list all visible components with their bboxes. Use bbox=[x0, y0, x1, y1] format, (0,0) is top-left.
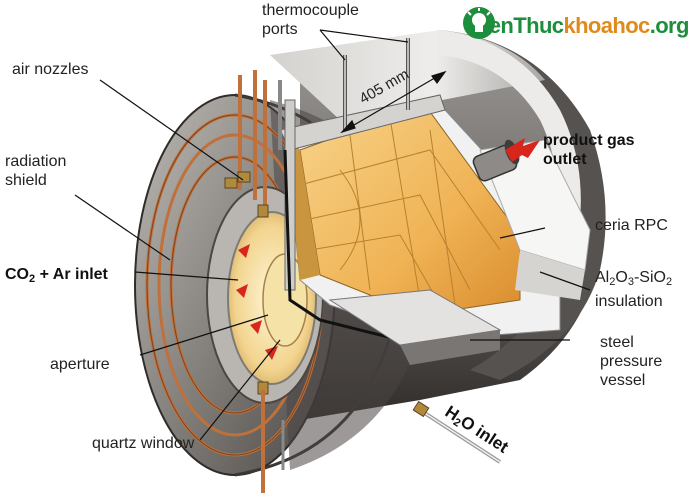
label-air-nozzles: air nozzles bbox=[12, 61, 89, 78]
leader-lines bbox=[74, 29, 591, 441]
label-aperture: aperture bbox=[50, 356, 110, 373]
label-product-gas-outlet: product gas outlet bbox=[543, 132, 635, 168]
brass-fittings bbox=[224, 171, 269, 395]
bulb-icon bbox=[463, 7, 495, 39]
product-gas-arrow bbox=[505, 138, 540, 162]
h2o-inlet-pipe bbox=[412, 400, 502, 464]
product-gas-outlet-pipe bbox=[472, 138, 540, 182]
label-steel-pressure-vessel: steel pressure vessel bbox=[600, 334, 663, 389]
gas-flow-arrows bbox=[236, 244, 278, 360]
label-insulation: Al2O3-SiO2 insulation bbox=[595, 269, 673, 310]
label-radiation-shield: radiation shield bbox=[5, 153, 67, 189]
dimension-line-405mm bbox=[340, 70, 447, 134]
watermark-logo: KienThuckhoahoc.org bbox=[462, 6, 694, 46]
label-co2-ar-inlet: CO2 + Ar inlet bbox=[5, 266, 108, 285]
label-ceria-rpc: ceria RPC bbox=[595, 217, 668, 234]
watermark-text: KienThuckhoahoc.org bbox=[468, 13, 689, 38]
label-thermocouple-ports: thermocouple ports bbox=[262, 2, 359, 38]
air-nozzle-pipes bbox=[238, 70, 267, 210]
label-quartz-window: quartz window bbox=[92, 435, 195, 452]
